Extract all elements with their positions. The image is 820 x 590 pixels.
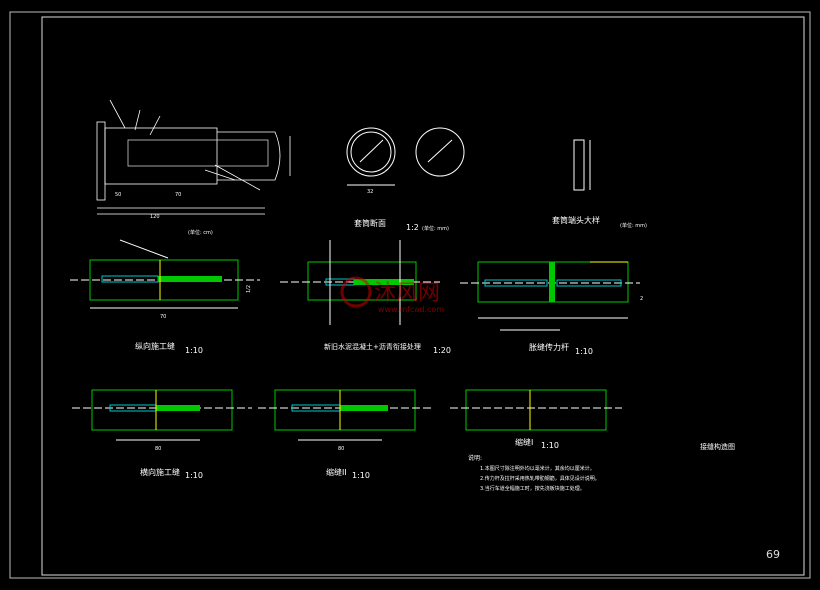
dim-label: 80 bbox=[338, 446, 344, 452]
slab-end-detail bbox=[96, 99, 291, 215]
dowel-section-title: 套筒断面 bbox=[354, 218, 386, 228]
dowel-section-scale: 1:2 bbox=[406, 223, 419, 232]
longitudinal-joint-drawing bbox=[70, 239, 260, 309]
shrink-joint-2-drawing bbox=[258, 389, 432, 441]
dowel-bar-joint-title: 胀缝传力杆 bbox=[529, 342, 569, 352]
notes-heading: 说明: bbox=[468, 454, 482, 462]
shrink-joint-1-drawing bbox=[450, 389, 622, 431]
transverse-joint-drawing bbox=[72, 389, 252, 441]
dim-label: 70 bbox=[175, 192, 181, 198]
outer-frame bbox=[9, 11, 811, 579]
shrink-joint-2-scale: 1:10 bbox=[352, 471, 370, 480]
dowel-bar-joint-drawing bbox=[460, 261, 640, 331]
inner-frame bbox=[41, 16, 805, 576]
dim-label: 70 bbox=[160, 314, 166, 320]
sleeve-detail-title: 套筒端头大样 bbox=[552, 215, 600, 225]
sleeve-end-detail bbox=[573, 139, 591, 191]
dowel-section-circles bbox=[346, 127, 465, 186]
dim-label: 2 bbox=[640, 296, 643, 302]
dowel-bar-joint-scale: 1:10 bbox=[575, 347, 593, 356]
transverse-joint-title: 横向施工缝 bbox=[140, 467, 180, 477]
concrete-asphalt-joint-scale: 1:20 bbox=[433, 346, 451, 355]
shrink-joint-2-title: 缩缝II bbox=[326, 467, 347, 477]
dim-label: 80 bbox=[155, 446, 161, 452]
longitudinal-joint-title: 纵向施工缝 bbox=[135, 341, 175, 351]
dim-label: 32 bbox=[367, 189, 373, 195]
dim-label: 1/2 bbox=[246, 285, 252, 293]
dim-label: 120 bbox=[150, 214, 160, 220]
tie-bar-unit: (单位: cm) bbox=[188, 229, 213, 236]
dim-label: 50 bbox=[115, 192, 121, 198]
dowel-section-unit: (单位: mm) bbox=[422, 225, 449, 232]
shrink-joint-1-title: 缩缝I bbox=[515, 437, 533, 447]
note-item: 1.本图尺寸除注明外均以毫米计，其余均以厘米计。 bbox=[480, 465, 595, 472]
note-item: 2.传力杆及拉杆采用热轧带肋钢筋，具体见设计说明。 bbox=[480, 475, 600, 482]
concrete-asphalt-joint-title: 新旧水泥混凝土+沥青衔接处理 bbox=[324, 342, 421, 351]
page-number: 69 bbox=[766, 548, 780, 561]
sheet-right-title: 接缝构造图 bbox=[700, 442, 735, 451]
transverse-joint-scale: 1:10 bbox=[185, 471, 203, 480]
concrete-asphalt-joint-drawing bbox=[280, 240, 440, 325]
note-item: 3.当行车道全幅施工时，按先浇板块施工处理。 bbox=[480, 485, 585, 492]
shrink-joint-1-scale: 1:10 bbox=[541, 441, 559, 450]
longitudinal-joint-scale: 1:10 bbox=[185, 346, 203, 355]
sleeve-detail-unit: (单位: mm) bbox=[620, 222, 647, 229]
